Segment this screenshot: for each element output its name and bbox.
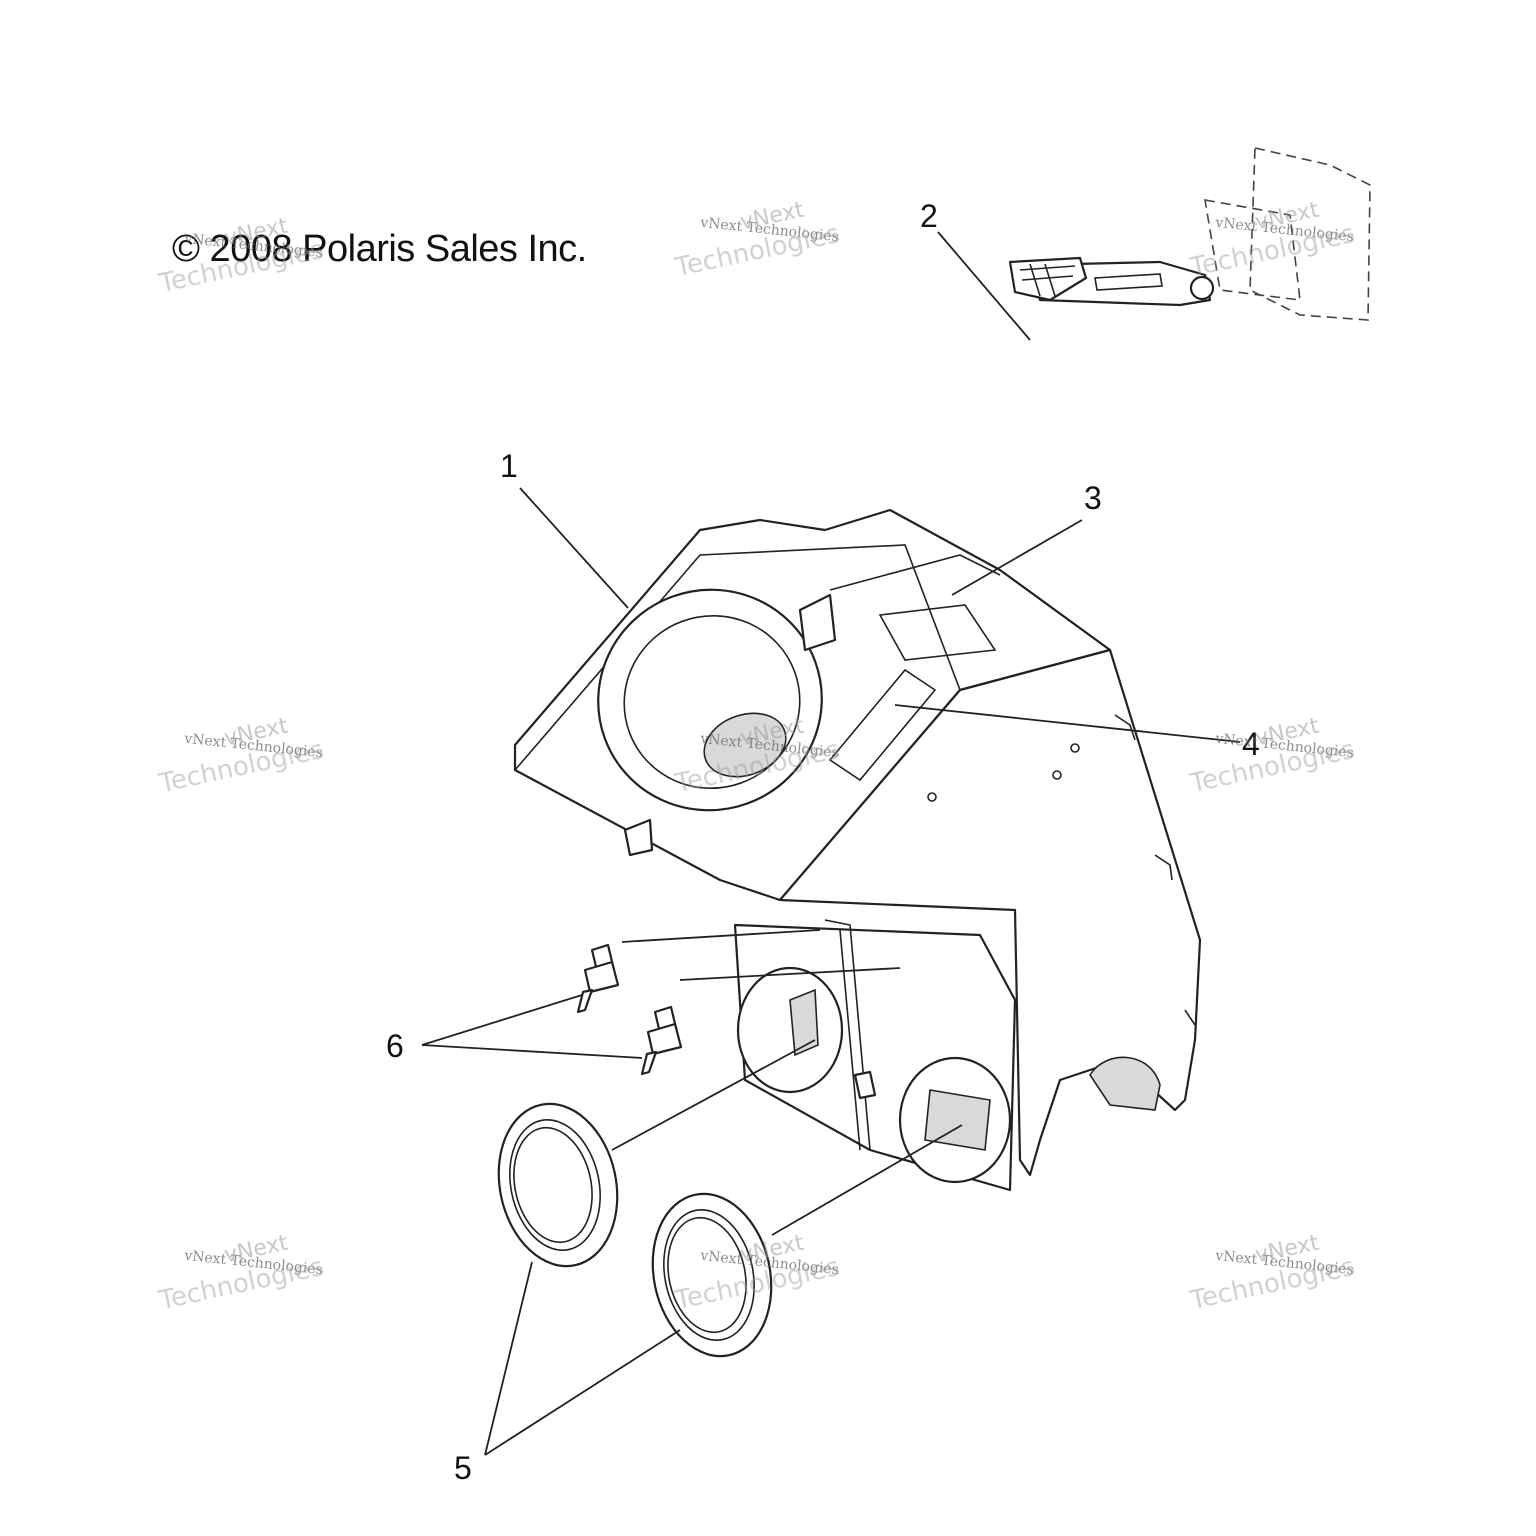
callout-1: 1 <box>500 448 518 484</box>
part-2-strap <box>1008 147 1371 321</box>
callout-4: 4 <box>1242 726 1260 762</box>
callout-5: 5 <box>454 1450 472 1486</box>
callout-6: 6 <box>386 1028 404 1064</box>
part-5-seals <box>497 1102 773 1358</box>
part-6-fittings <box>576 943 683 1076</box>
part-1-airbox <box>513 508 1202 1192</box>
leader-lines <box>421 231 1241 1456</box>
copyright-text: © 2008 Polaris Sales Inc. <box>172 228 587 270</box>
callout-2: 2 <box>920 198 938 234</box>
callout-3: 3 <box>1084 480 1102 516</box>
